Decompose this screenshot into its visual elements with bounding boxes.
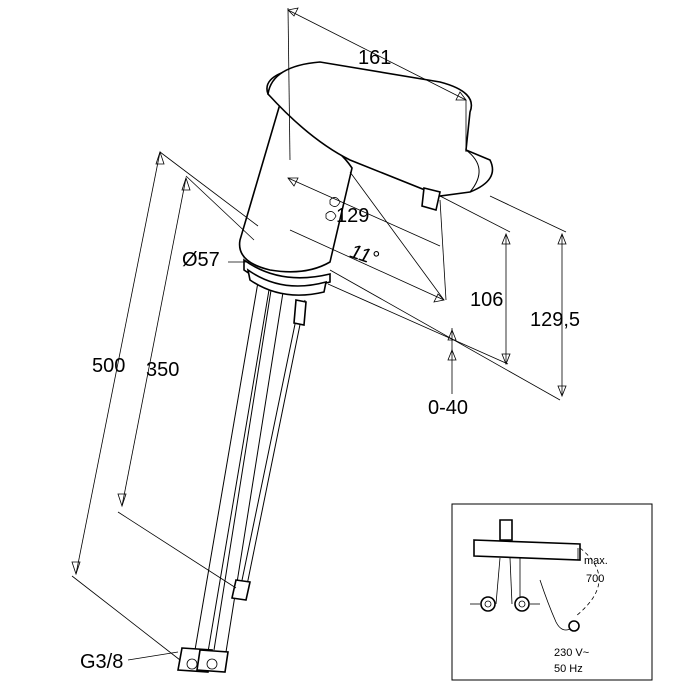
dim-0-40: 0-40: [428, 397, 468, 419]
dim-129-5: 129,5: [530, 309, 580, 331]
dimension-labels: 161 129 11° Ø57 106 129,5 0-40 500 350 G…: [80, 47, 580, 673]
dim-350: 350: [146, 359, 179, 381]
dim-g3-8: G3/8: [80, 651, 123, 673]
inset-max-value: 700: [586, 573, 604, 585]
hose-connectors: [177, 647, 229, 673]
inset-frequency: 50 Hz: [554, 663, 583, 675]
dim-500: 500: [92, 355, 125, 377]
dimension-lines: [71, 7, 567, 661]
supply-hoses: [194, 281, 307, 653]
inset-max-label: max.: [584, 555, 608, 567]
dim-161: 161: [358, 47, 391, 69]
inset-voltage: 230 V~: [554, 647, 589, 659]
dim-diameter: Ø57: [182, 249, 220, 271]
faucet-body: [238, 61, 494, 296]
installation-inset: [451, 503, 653, 681]
dim-angle: 11°: [347, 240, 381, 270]
dim-106: 106: [470, 289, 503, 311]
dim-129: 129: [336, 205, 369, 227]
inset-labels: max. 700 230 V~ 50 Hz: [554, 555, 608, 675]
